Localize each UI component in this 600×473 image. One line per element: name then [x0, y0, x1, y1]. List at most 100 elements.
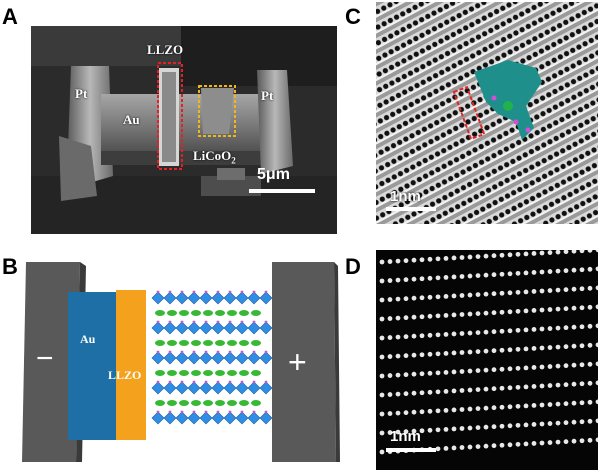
atom-column-dot — [515, 346, 521, 352]
octahedron — [235, 351, 249, 365]
atom-column-dot — [427, 313, 433, 319]
atom-column-dot — [411, 352, 417, 358]
atom-column-dot — [499, 328, 505, 334]
atom-column-dot — [515, 270, 521, 276]
panel-d-haadf-image: 1nm — [376, 250, 598, 470]
oxygen-atom — [192, 350, 196, 354]
atom-column-dot — [531, 403, 537, 408]
atom-column-dot — [491, 253, 497, 259]
atom-column-dot — [571, 400, 577, 406]
atom-column-dot — [595, 304, 598, 310]
atom-column-dot — [387, 316, 393, 321]
atom-column-dot — [571, 343, 577, 349]
li-atom — [215, 340, 225, 346]
atom-column-dot — [451, 312, 457, 318]
scale-bar-d — [386, 448, 436, 452]
atom-pink-3 — [525, 127, 531, 133]
atom-column-dot — [595, 399, 598, 405]
li-atom — [179, 340, 189, 346]
atom-column-dot — [595, 437, 598, 443]
atom-column-dot — [539, 345, 545, 351]
octahedron — [163, 381, 177, 395]
atom-column-dot — [459, 274, 465, 279]
atom-column-dot — [563, 439, 569, 445]
atom-column-dot — [507, 328, 513, 334]
atom-column-dot — [467, 254, 473, 260]
atom-column-dot — [515, 384, 521, 390]
label-b-llzo: LLZO — [108, 368, 142, 382]
atom-column-dot — [555, 363, 561, 369]
atom-column-dot — [475, 292, 481, 297]
oxygen-atom — [180, 350, 184, 354]
atom-column-dot — [555, 401, 561, 407]
scale-bar-a — [249, 189, 315, 193]
atom-column-dot — [379, 430, 385, 436]
atom-column-dot — [403, 429, 409, 435]
atom-column-dot — [459, 293, 465, 298]
scale-label-c: 1nm — [390, 188, 421, 205]
li-atom — [215, 370, 225, 376]
atom-column-dot — [475, 254, 481, 259]
atom-column-dot — [427, 370, 433, 376]
atom-column-dot — [515, 365, 521, 371]
atom-column-dot — [475, 311, 481, 316]
atom-column-dot — [579, 267, 585, 273]
atom-column-dot — [587, 380, 593, 386]
oxygen-atom — [204, 290, 208, 294]
atom-column-dot — [499, 290, 505, 296]
atom-column-dot — [435, 294, 441, 300]
atom-column-dot — [435, 332, 441, 338]
atom-column-dot — [579, 419, 585, 425]
octahedron — [163, 291, 177, 305]
atom-column-dot — [507, 366, 513, 372]
atom-column-dot — [467, 273, 473, 279]
atom-column-dot — [475, 273, 481, 278]
atom-column-dot — [387, 278, 393, 283]
atom-column-dot — [475, 406, 481, 411]
octahedron — [259, 381, 273, 395]
atom-column-dot — [475, 368, 481, 373]
octahedron — [223, 321, 237, 335]
atom-column-dot — [483, 310, 489, 316]
oxygen-atom — [180, 380, 184, 384]
oxygen-atom — [264, 410, 268, 414]
atom-column-dot — [491, 348, 497, 354]
panel-letter-c: C — [345, 4, 361, 29]
label-licoo2-text: LiCoO — [193, 148, 232, 163]
atom-column-dot — [427, 389, 433, 395]
oxygen-atom — [228, 380, 232, 384]
atom-column-dot — [491, 310, 497, 316]
atom-column-dot — [539, 402, 545, 408]
atom-column-dot — [547, 440, 553, 445]
atom-column-dot — [411, 333, 417, 339]
oxygen-atom — [264, 290, 268, 294]
licoo2-crystal-lattice — [151, 290, 273, 425]
atom-column-dot — [579, 250, 585, 254]
atom-column-dot — [491, 291, 497, 297]
atom-column-dot — [443, 294, 449, 299]
atom-column-dot — [547, 269, 553, 274]
octahedron — [163, 411, 177, 425]
atom-column-dot — [563, 382, 569, 388]
atom-column-dot — [467, 425, 473, 431]
oxygen-atom — [204, 320, 208, 324]
octahedron — [211, 321, 225, 335]
atom-column-dot — [531, 270, 537, 275]
oxygen-atom — [168, 410, 172, 414]
atom-column-dot — [451, 407, 457, 413]
oxygen-atom — [168, 320, 172, 324]
atom-column-dot — [595, 266, 598, 272]
octahedron — [235, 291, 249, 305]
panel-letter-b: B — [2, 254, 18, 279]
octahedron — [223, 411, 237, 425]
oxygen-atom — [168, 350, 172, 354]
atom-column-dot — [451, 331, 457, 337]
li-atom — [179, 310, 189, 316]
au-layer — [68, 292, 118, 440]
li-atom — [167, 310, 177, 316]
scale-label-a: 5μm — [257, 166, 290, 183]
atom-column-dot — [435, 427, 441, 433]
atom-column-dot — [467, 330, 473, 336]
oxygen-atom — [228, 410, 232, 414]
atom-column-dot — [379, 316, 385, 322]
